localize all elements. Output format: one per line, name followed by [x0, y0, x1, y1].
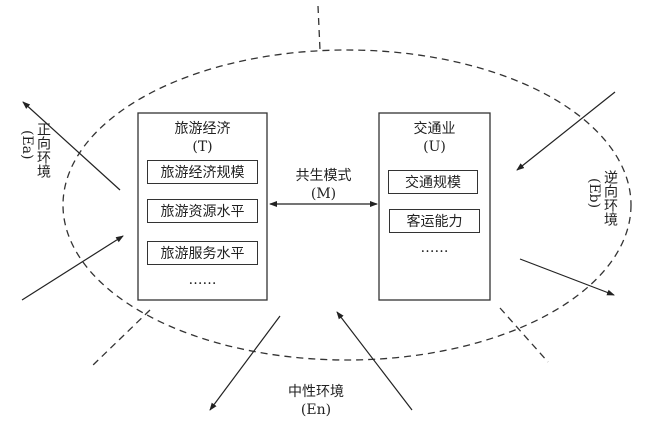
positive-env-code: (Ea) [19, 130, 35, 160]
divider-bottom-left [91, 309, 151, 367]
neutral-env-title: 中性环境 [288, 384, 344, 400]
tourism-ellipsis: …… [188, 272, 217, 288]
negative-env-title: 逆向环境 [602, 170, 618, 226]
arrow-positive-out [22, 101, 121, 191]
environment-boundary [62, 49, 632, 361]
mode-title: 共生模式 [295, 168, 352, 184]
arrow-positive-in [21, 235, 124, 301]
neutral-env-code: (En) [300, 402, 332, 418]
arrow-neutral-out [209, 315, 281, 411]
transport-title: 交通业 [413, 121, 456, 137]
transport-ellipsis: …… [420, 240, 449, 256]
divider-bottom-right [499, 307, 549, 363]
arrow-negative-out [519, 258, 615, 296]
mode-code: (M) [310, 186, 337, 202]
tourism-item: 旅游经济规模 [147, 160, 258, 184]
divider-top [317, 5, 321, 51]
tourism-title: 旅游经济 [174, 121, 231, 137]
negative-env-code: (Eb) [586, 178, 602, 209]
arrow-negative-in [516, 91, 616, 171]
tourism-item: 旅游服务水平 [147, 241, 258, 265]
transport-item: 客运能力 [389, 209, 480, 233]
tourism-code: (T) [192, 139, 213, 155]
transport-code: (U) [423, 139, 446, 155]
transport-box [378, 112, 491, 301]
positive-env-title: 正向环境 [35, 122, 51, 178]
tourism-item: 旅游资源水平 [147, 199, 258, 223]
transport-item: 交通规模 [388, 170, 478, 194]
arrow-neutral-in [336, 311, 413, 411]
